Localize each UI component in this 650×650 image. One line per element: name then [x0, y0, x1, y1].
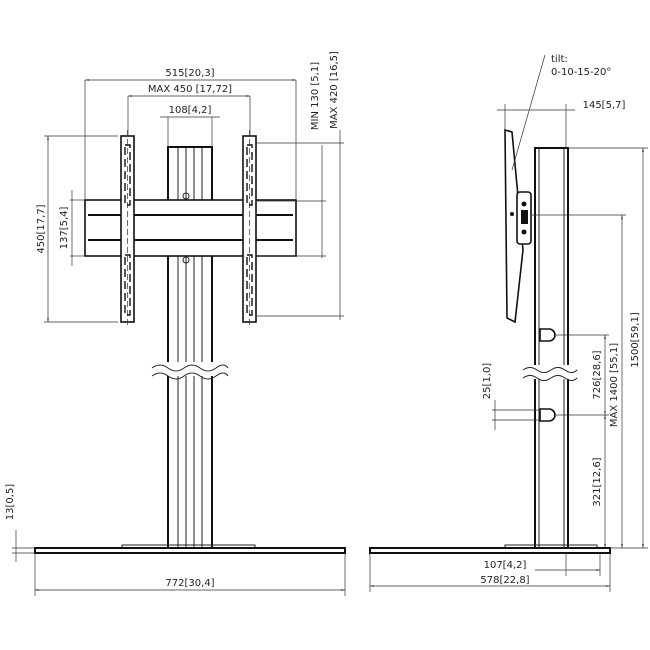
dim-145: 145[5,7]	[497, 100, 625, 148]
dim-max-1400: MAX 1400 [55,1]	[531, 214, 626, 548]
dim-label-total-height: 1500[59,1]	[630, 312, 641, 368]
dim-726: 726[28,6]	[556, 334, 609, 416]
dim-label-hook-spacing: 726[28,6]	[592, 350, 603, 399]
dim-label-base-thickness: 13[0,5]	[5, 484, 16, 521]
dim-label-min-vertical: MIN 130 [5,1]	[310, 62, 321, 130]
dim-max-420: MAX 420 [16,5]	[256, 51, 344, 320]
front-view: 515[20,3] MAX 450 [17,72] 108[4,2] 450[1…	[5, 51, 346, 596]
dim-label-depth-offset: 145[5,7]	[583, 100, 626, 111]
dim-108: 108[4,2]	[160, 105, 220, 147]
dim-450-vertical: 450[17,7]	[36, 135, 118, 323]
dim-25: 25[1,0]	[482, 363, 540, 430]
dim-label-column-depth: 107[4,2]	[484, 560, 527, 571]
hooks	[539, 328, 556, 422]
dim-321: 321[12,6]	[592, 415, 606, 548]
dim-label-bracket-height: 450[17,7]	[36, 204, 47, 253]
base-side	[369, 544, 611, 554]
monitor-bracket-tilted	[504, 128, 532, 324]
dim-label-hook-height: 321[12,6]	[592, 457, 603, 506]
dim-label-max-mount-height: MAX 1400 [55,1]	[609, 343, 620, 427]
dim-min-130: MIN 130 [5,1]	[256, 62, 326, 258]
crossbar	[84, 192, 297, 264]
dim-107: 107[4,2]	[484, 553, 601, 576]
tilt-label: tilt:	[551, 54, 568, 65]
dim-label-base-depth: 578[22,8]	[480, 575, 529, 586]
base-front	[34, 544, 346, 554]
tilt-callout: tilt: 0-10-15-20°	[511, 54, 611, 171]
dim-1500: 1500[59,1]	[568, 147, 648, 549]
dim-label-max-hole-spacing: MAX 450 [17,72]	[148, 84, 232, 95]
left-bracket	[120, 130, 135, 328]
side-view: tilt: 0-10-15-20° 145[5,7] 1500[59,1] MA…	[369, 54, 648, 592]
tilt-values: 0-10-15-20°	[551, 67, 611, 78]
dim-label-base-width: 772[30,4]	[165, 578, 214, 589]
dim-label-crossbar-height: 137[5,4]	[59, 207, 70, 250]
dim-label-column-width: 108[4,2]	[169, 105, 212, 116]
dim-label-max-vertical: MAX 420 [16,5]	[329, 51, 340, 129]
dim-578: 578[22,8]	[369, 553, 611, 592]
dim-label-hook-size: 25[1,0]	[482, 363, 493, 400]
dim-772: 772[30,4]	[34, 553, 346, 596]
dim-137: 137[5,4]	[59, 190, 85, 266]
dim-515: 515[20,3]	[84, 68, 297, 200]
right-bracket	[242, 130, 257, 328]
dim-label-overall-width: 515[20,3]	[165, 68, 214, 79]
dim-13: 13[0,5]	[5, 484, 35, 562]
dim-max-450: MAX 450 [17,72]	[127, 84, 251, 136]
